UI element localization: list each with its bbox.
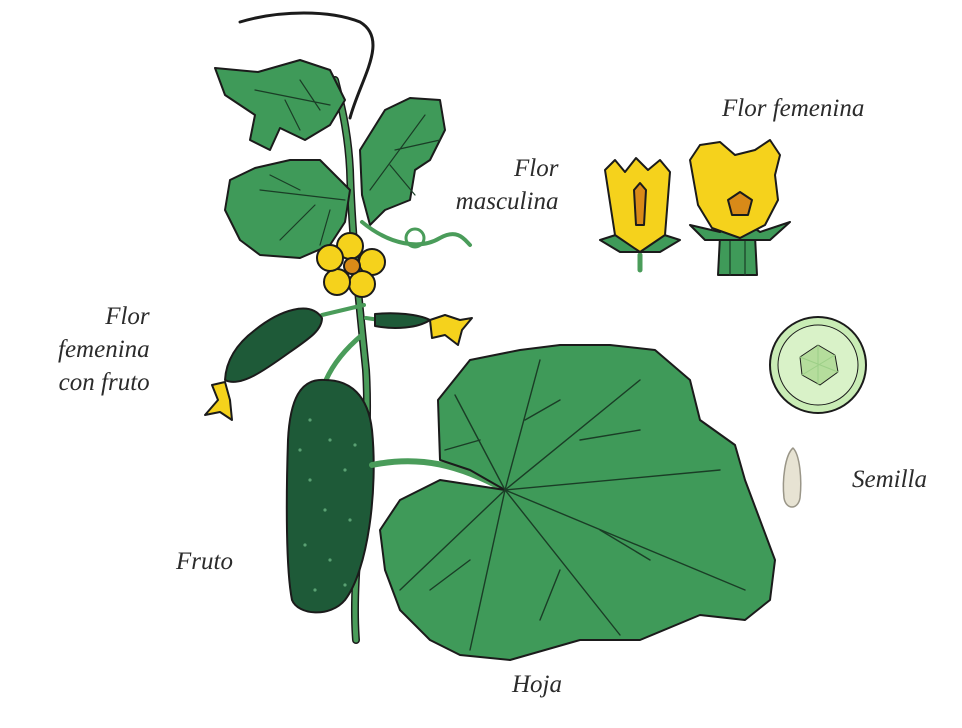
label-line: con fruto <box>54 366 150 399</box>
label-line: masculina <box>440 185 558 218</box>
young-fruit <box>225 309 322 382</box>
male-flower-detail <box>600 158 680 270</box>
label-line: Flor <box>54 300 150 333</box>
label-flor-femenina: Flor femenina <box>722 92 864 125</box>
label-line: Flor <box>440 152 558 185</box>
upper-right-leaf <box>360 98 445 225</box>
female-flower-detail <box>690 140 790 275</box>
curl-tendril <box>362 222 470 245</box>
cucumber-slice <box>770 317 866 413</box>
bud-fruit <box>375 313 430 328</box>
bud-flower <box>430 315 472 345</box>
big-leaf <box>380 345 775 660</box>
label-line: femenina <box>54 333 150 366</box>
label-semilla: Semilla <box>852 463 927 496</box>
seed <box>783 448 800 507</box>
label-flor-masculina: Flor masculina <box>440 152 558 218</box>
label-hoja: Hoja <box>512 668 562 701</box>
young-fruit-flower <box>205 382 232 420</box>
label-flor-femenina-con-fruto: Flor femenina con fruto <box>54 300 150 399</box>
cucumber-fruit <box>287 380 374 613</box>
top-leaf <box>215 60 345 150</box>
left-leaf <box>225 160 350 258</box>
label-fruto: Fruto <box>176 545 233 578</box>
